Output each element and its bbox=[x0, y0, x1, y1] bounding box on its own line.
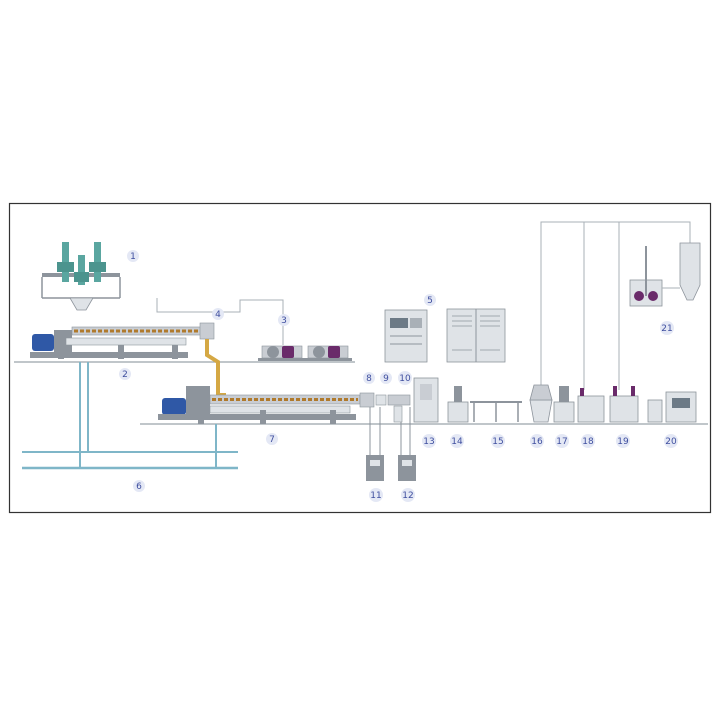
callout-21: 21 bbox=[660, 321, 674, 335]
callout-1: 1 bbox=[127, 250, 139, 262]
control-cabinets bbox=[384, 308, 506, 363]
callout-6: 6 bbox=[133, 480, 145, 492]
die-assembly bbox=[359, 392, 411, 423]
callout-8: 8 bbox=[363, 372, 375, 384]
callout-13-label: 13 bbox=[423, 437, 434, 447]
extruder-2 bbox=[158, 386, 361, 424]
downstream-equipment bbox=[413, 377, 697, 423]
callout-14-label: 14 bbox=[451, 437, 463, 447]
callout-2-label: 2 bbox=[122, 370, 128, 380]
callout-18: 18 bbox=[581, 434, 595, 448]
callout-14: 14 bbox=[450, 434, 464, 448]
callout-16-label: 16 bbox=[531, 437, 543, 447]
callout-11: 11 bbox=[369, 488, 383, 502]
silo-unit bbox=[629, 242, 701, 307]
callout-4: 4 bbox=[212, 308, 224, 320]
callout-13: 13 bbox=[422, 434, 436, 448]
callout-10: 10 bbox=[398, 371, 412, 385]
callout-2: 2 bbox=[119, 368, 131, 380]
callout-5-label: 5 bbox=[427, 296, 433, 306]
callout-3-label: 3 bbox=[281, 316, 287, 326]
callout-9: 9 bbox=[380, 372, 392, 384]
callout-12-label: 12 bbox=[402, 491, 413, 501]
callout-18-label: 18 bbox=[582, 437, 594, 447]
callout-12: 12 bbox=[401, 488, 415, 502]
callout-9-label: 9 bbox=[383, 374, 389, 384]
callout-3: 3 bbox=[278, 314, 290, 326]
extruder-1 bbox=[30, 326, 213, 359]
callout-16: 16 bbox=[530, 434, 544, 448]
callout-19: 19 bbox=[616, 434, 630, 448]
callout-17-label: 17 bbox=[556, 437, 567, 447]
callout-15-label: 15 bbox=[492, 437, 503, 447]
callout-20-label: 20 bbox=[665, 437, 677, 447]
callout-15: 15 bbox=[491, 434, 505, 448]
callout-11-label: 11 bbox=[370, 491, 381, 501]
callout-1-label: 1 bbox=[130, 252, 136, 262]
callout-17: 17 bbox=[555, 434, 569, 448]
callout-7-label: 7 bbox=[269, 435, 275, 445]
pump-set bbox=[258, 345, 352, 361]
control-lines bbox=[156, 221, 691, 390]
callout-5: 5 bbox=[424, 294, 436, 306]
callout-4-label: 4 bbox=[215, 310, 221, 320]
hydraulic-stations bbox=[366, 407, 416, 481]
callout-8-label: 8 bbox=[366, 374, 372, 384]
underground-pipes bbox=[22, 362, 238, 470]
callout-21-label: 21 bbox=[661, 324, 672, 334]
callout-6-label: 6 bbox=[136, 482, 142, 492]
callout-20: 20 bbox=[664, 434, 678, 448]
callout-7: 7 bbox=[266, 433, 278, 445]
callout-19-label: 19 bbox=[617, 437, 629, 447]
feeder-tower bbox=[41, 242, 121, 311]
callout-10-label: 10 bbox=[399, 374, 411, 384]
